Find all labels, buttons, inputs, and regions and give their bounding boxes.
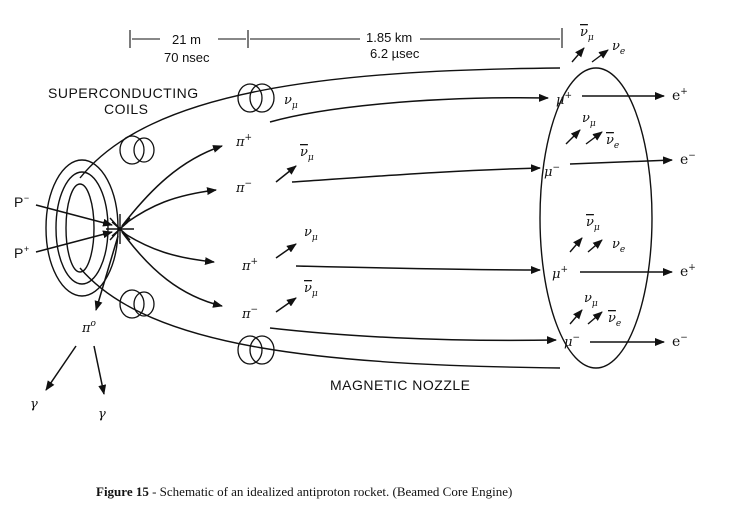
inlet-coil [45,159,119,297]
proton-beams [35,204,113,253]
muon-plus-lower: μ+ [552,265,568,282]
pion-minus-upper: π− [235,179,252,196]
caption-text: - Schematic of an idealized antiproton r… [148,484,513,499]
annihilation-burst [106,214,134,244]
gamma-rays [45,345,107,395]
coils-label-line1: SUPERCONDUCTING [48,85,199,101]
nozzle-exit-ellipse [539,67,653,369]
pion-trajectories [94,145,223,311]
muon-plus-top: μ+ [556,91,572,108]
nozzle-label: MAGNETIC NOZZLE [330,377,471,393]
figure-label: Figure 15 [96,484,149,499]
coils-label-line2: COILS [104,101,149,117]
gamma-left: γ [30,397,38,412]
muon-minus-bottom: μ− [564,333,580,350]
nuebar-exit-upper: νe [606,133,619,151]
segment2-time: 6.2 µsec [370,46,420,61]
segment1-distance: 21 m [172,32,201,47]
numubar-lower: νμ [304,281,318,299]
pion-zero-label: πo [81,319,97,336]
gamma-right: γ [98,407,106,422]
superconducting-coil-loops [119,83,275,365]
numu-middle: νμ [304,225,318,243]
proton-label: P+ [14,244,30,261]
numu-top: νμ [284,93,298,111]
pion-minus-lower: π− [241,305,258,322]
numubar-upper: νμ [300,145,314,163]
numu-exit-bottom: νμ [584,291,598,309]
electron-upper: e− [680,151,696,168]
pion-plus-lower: π+ [241,257,258,274]
numubar-exit-top: νμ [580,25,594,43]
electron-bottom: e− [672,333,688,350]
muon-minus-upper: μ− [544,163,560,180]
figure-caption: Figure 15 - Schematic of an idealized an… [96,484,696,500]
segment2-distance: 1.85 km [366,30,412,45]
nue-exit-lower: νe [612,237,625,255]
nozzle-lower-wall [79,267,561,369]
dimension-lines [129,28,563,48]
muon-neutrino-arrows [275,165,297,313]
numubar-exit-lower: νμ [586,215,600,233]
electron-arrows [569,92,673,346]
positron-lower: e+ [680,263,696,280]
muon-tracks [269,93,557,345]
antiproton-label: P− [14,193,30,210]
pion-plus-upper: π+ [235,133,252,150]
decay-neutrino-arrows [565,47,609,325]
nuebar-exit-bottom: νe [608,311,621,329]
nue-exit-top: νe [612,39,625,57]
numu-exit-upper: νμ [582,111,596,129]
positron-top: e+ [672,87,688,104]
segment1-time: 70 nsec [164,50,210,65]
